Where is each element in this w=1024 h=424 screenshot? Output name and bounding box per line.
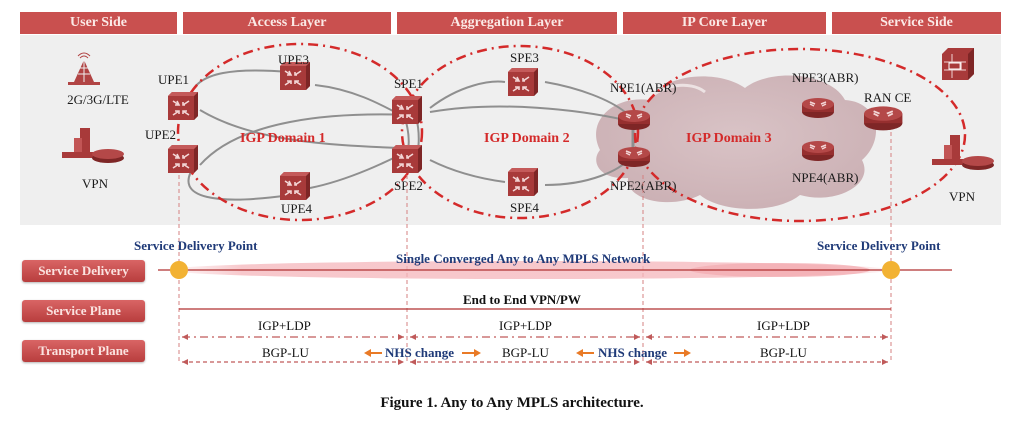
nhs-change-label-2: NHS change bbox=[598, 345, 667, 360]
spe3-router-icon bbox=[507, 67, 539, 97]
vpn-left-label: VPN bbox=[82, 176, 109, 191]
ran-ce-router-icon bbox=[863, 105, 904, 132]
delivery-point-right-marker bbox=[882, 261, 900, 279]
igp-domain-1-label: IGP Domain 1 bbox=[240, 131, 326, 146]
upe2-label: UPE2 bbox=[145, 127, 176, 142]
ran-ce-label: RAN CE bbox=[864, 90, 911, 105]
igp-domain-3-boundary bbox=[633, 47, 967, 223]
nhs-change-label-1: NHS change bbox=[385, 345, 454, 360]
vpn-building-icon-left bbox=[62, 128, 124, 163]
bgp-lu-label-3: BGP-LU bbox=[760, 345, 808, 360]
vpn-building-icon-right bbox=[932, 135, 994, 170]
network-label: Single Converged Any to Any MPLS Network bbox=[396, 251, 651, 266]
spe1-label: SPE1 bbox=[394, 76, 423, 91]
igp-domain-2-boundary bbox=[400, 44, 640, 220]
service-vpn-label: End to End VPN/PW bbox=[463, 292, 581, 307]
upe1-label: UPE1 bbox=[158, 72, 189, 87]
upe1-router-icon bbox=[167, 91, 199, 121]
upe3-label: UPE3 bbox=[278, 52, 309, 67]
upe4-router-icon bbox=[279, 171, 311, 201]
spe1-router-icon bbox=[391, 95, 423, 125]
spe4-label: SPE4 bbox=[510, 200, 539, 215]
header-ip-core-layer: IP Core Layer bbox=[623, 12, 826, 34]
igp-ldp-label-1: IGP+LDP bbox=[258, 318, 311, 333]
header-aggregation-layer: Aggregation Layer bbox=[397, 12, 617, 34]
spe4-router-icon bbox=[507, 167, 539, 197]
transport-plane-label: Transport Plane bbox=[22, 340, 145, 362]
igp-domain-3-label: IGP Domain 3 bbox=[686, 131, 772, 146]
igp-domain-1-boundary bbox=[176, 42, 424, 222]
igp-domain-2-label: IGP Domain 2 bbox=[484, 131, 570, 146]
bgp-lu-label-1: BGP-LU bbox=[262, 345, 310, 360]
arrowheads bbox=[182, 334, 888, 365]
igp-ldp-label-2: IGP+LDP bbox=[499, 318, 552, 333]
npe3-label: NPE3(ABR) bbox=[792, 70, 858, 85]
npe4-label: NPE4(ABR) bbox=[792, 170, 858, 185]
npe4-router-icon bbox=[801, 140, 835, 162]
spe2-router-icon bbox=[391, 144, 423, 174]
npe1-router-icon bbox=[617, 109, 651, 131]
nhs-change-arrows bbox=[364, 349, 691, 357]
spe2-label: SPE2 bbox=[394, 178, 423, 193]
upe4-label: UPE4 bbox=[281, 201, 313, 216]
header-user-side: User Side bbox=[20, 12, 177, 34]
npe2-router-icon bbox=[617, 146, 651, 168]
upe2-router-icon bbox=[167, 144, 199, 174]
delivery-point-left-label: Service Delivery Point bbox=[134, 238, 258, 253]
header-service-side: Service Side bbox=[832, 12, 1001, 34]
npe1-label: NPE1(ABR) bbox=[610, 80, 676, 95]
figure-caption: Figure 1. Any to Any MPLS architecture. bbox=[380, 395, 644, 411]
service-delivery-plane-label: Service Delivery bbox=[22, 260, 145, 282]
spe3-label: SPE3 bbox=[510, 50, 539, 65]
firewall-icon bbox=[942, 48, 974, 80]
ran-source-label: 2G/3G/LTE bbox=[67, 92, 129, 107]
delivery-point-left-marker bbox=[170, 261, 188, 279]
header-access-layer: Access Layer bbox=[183, 12, 391, 34]
service-plane-label: Service Plane bbox=[22, 300, 145, 322]
bgp-lu-label-2: BGP-LU bbox=[502, 345, 550, 360]
igp-ldp-label-3: IGP+LDP bbox=[757, 318, 810, 333]
igp-domain-boundaries bbox=[176, 42, 967, 223]
cell-tower-icon bbox=[68, 52, 100, 85]
vpn-right-label: VPN bbox=[949, 189, 976, 204]
delivery-point-right-label: Service Delivery Point bbox=[817, 238, 941, 253]
npe3-router-icon bbox=[801, 97, 835, 119]
